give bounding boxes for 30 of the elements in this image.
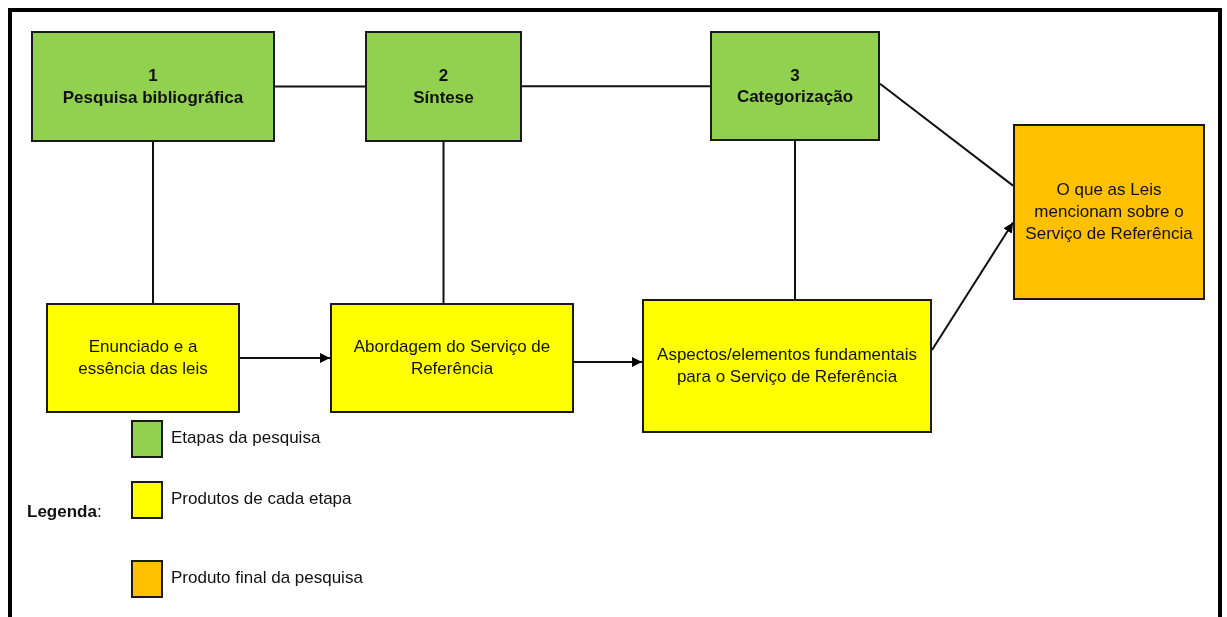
- stage-box: [31, 31, 275, 142]
- product-box: [642, 299, 932, 433]
- arrow: [931, 221, 1014, 351]
- box-text: Categorização: [736, 86, 854, 108]
- product-box: [46, 303, 240, 413]
- stage-box: [710, 31, 880, 141]
- box-text: Pesquisa bibliográfica: [62, 86, 244, 108]
- legend-label: Produto final da pesquisa: [171, 568, 363, 588]
- connector-line: [879, 82, 1014, 187]
- legend-label: Etapas da pesquisa: [171, 428, 321, 448]
- arrow: [573, 357, 643, 367]
- arrow: [239, 353, 331, 363]
- connector-line: [274, 85, 366, 88]
- connector-line: [442, 141, 445, 304]
- connector-line: [794, 140, 796, 300]
- step-number: 3: [790, 64, 800, 86]
- step-number: 1: [148, 65, 158, 87]
- box-text: Aspectos/elementos fundamentais para o Serviço de Referência: [656, 343, 918, 388]
- connector-line: [521, 85, 711, 88]
- box-text: Abordagem do Serviço de Referência: [352, 335, 552, 380]
- product-box: [330, 303, 574, 413]
- legend-title: Legenda:: [27, 502, 102, 522]
- step-number: 2: [438, 65, 449, 87]
- final-product-box: [1013, 124, 1205, 300]
- stage-box: [365, 31, 522, 142]
- box-text: O que as Leis mencionam sobre o Serviço de Referência: [1024, 178, 1194, 246]
- connector-line: [152, 141, 154, 304]
- box-text: Síntese: [413, 86, 474, 108]
- box-text: Enunciado e a essência das leis: [77, 335, 209, 380]
- legend-label: Produtos de cada etapa: [171, 489, 352, 509]
